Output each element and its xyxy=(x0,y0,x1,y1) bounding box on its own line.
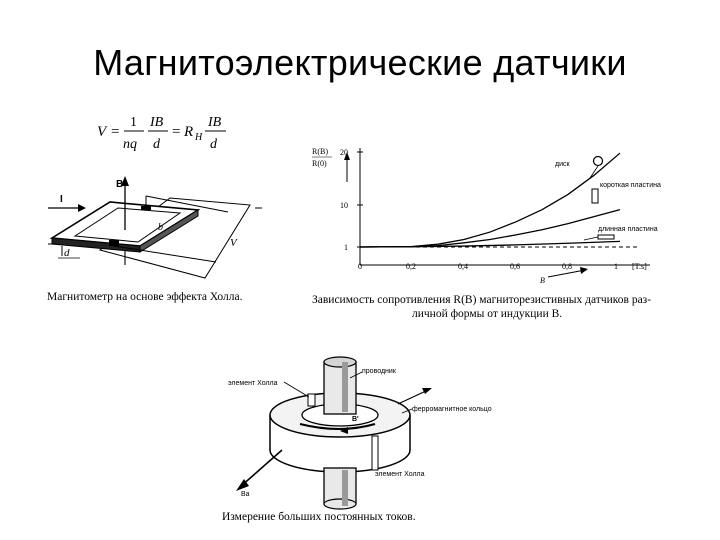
chart-caption-line1: Зависимость сопротивления R(B) магниторе… xyxy=(312,294,651,306)
disk-sensor-icon xyxy=(592,155,604,167)
chart-y-tick-label: 10 xyxy=(340,201,348,210)
magnetoresistance-chart: R(B) R(0) 1 10 20 0 0,2 0,4 0,6 0,8 1 [T.s] B д… xyxy=(312,147,661,320)
label-v: V xyxy=(230,237,238,249)
hall-caption: Магнитометр на основе эффекта Холла. xyxy=(47,291,243,303)
label-ring: ферромагнитное кольцо xyxy=(412,406,492,413)
chart-x-tick-label: 0,4 xyxy=(458,262,468,271)
chart-series-line-1 xyxy=(359,209,621,248)
formula-den3: d xyxy=(210,137,218,152)
formula-den2: d xyxy=(153,137,161,152)
hall-element-top xyxy=(307,393,316,407)
short-plate-icon xyxy=(591,188,599,204)
label-i: I xyxy=(60,194,63,205)
conductor-top xyxy=(323,361,357,415)
hall-element-bottom xyxy=(371,435,379,471)
formula-num3: IB xyxy=(207,115,222,130)
formula-eq1: = xyxy=(111,124,119,140)
slide-title: Магнитоэлектрические датчики xyxy=(93,42,627,83)
legend-short-plate: короткая пластина xyxy=(600,182,661,189)
chart-x-tick-label: 0,6 xyxy=(510,262,520,271)
current-measurement-diagram: B' Bа проводник элемент Холла ферромагни… xyxy=(222,356,492,523)
chart-x-unit: [T.s] xyxy=(632,262,647,271)
label-hall-top: элемент Холла xyxy=(228,380,278,387)
chart-caption-line2: личной формы от индукции B. xyxy=(412,308,562,320)
chart-series-line-2 xyxy=(359,240,621,248)
label-hall-bottom: элемент Холла xyxy=(375,471,425,478)
chart-y-tick-label: 1 xyxy=(344,243,348,252)
chart-x-ticks: 0 0,2 0,4 0,6 0,8 1 xyxy=(358,262,618,271)
legend-long-plate: длинная пластина xyxy=(598,226,658,233)
label-b-small: b xyxy=(158,222,163,233)
chart-series-line-0 xyxy=(359,152,621,248)
formula-num1: 1 xyxy=(130,115,137,130)
current-caption: Измерение больших постоянных токов. xyxy=(222,511,416,523)
chart-x-tick-label: 1 xyxy=(614,262,618,271)
hall-magnetometer-diagram: B I V b d Магнитометр на основе эффекта … xyxy=(47,176,262,303)
chart-y-tick-label: 20 xyxy=(340,148,348,157)
chart-x-tick-label: 0,2 xyxy=(406,262,416,271)
chart-ylabel-bottom: R(0) xyxy=(312,159,327,168)
label-b-field: B' xyxy=(352,416,359,423)
formula-v: V xyxy=(97,124,108,140)
formula-num2: IB xyxy=(149,115,164,130)
legend-disk: диск xyxy=(555,161,570,168)
label-b: B xyxy=(116,179,123,190)
chart-x-tick-label: 0 xyxy=(358,262,362,271)
conductor-bottom xyxy=(323,467,357,505)
formula-rh: R xyxy=(183,124,193,140)
chart-series xyxy=(359,152,621,248)
label-ba: Bа xyxy=(241,491,250,498)
chart-xlabel: B xyxy=(540,276,545,285)
label-d: d xyxy=(64,247,70,259)
formula-eq2: = xyxy=(172,124,180,140)
hall-formula: V = 1 nq IB d = R H IB d xyxy=(97,115,226,152)
hall-contact-top xyxy=(141,206,151,210)
long-plate-icon xyxy=(597,234,615,240)
hall-contact-bottom xyxy=(109,240,119,246)
chart-ylabel-top: R(B) xyxy=(312,147,328,156)
label-conductor: проводник xyxy=(362,368,397,375)
formula-den1: nq xyxy=(123,137,137,152)
formula-rh-sub: H xyxy=(194,132,203,143)
chart-x-tick-label: 0,8 xyxy=(562,262,572,271)
